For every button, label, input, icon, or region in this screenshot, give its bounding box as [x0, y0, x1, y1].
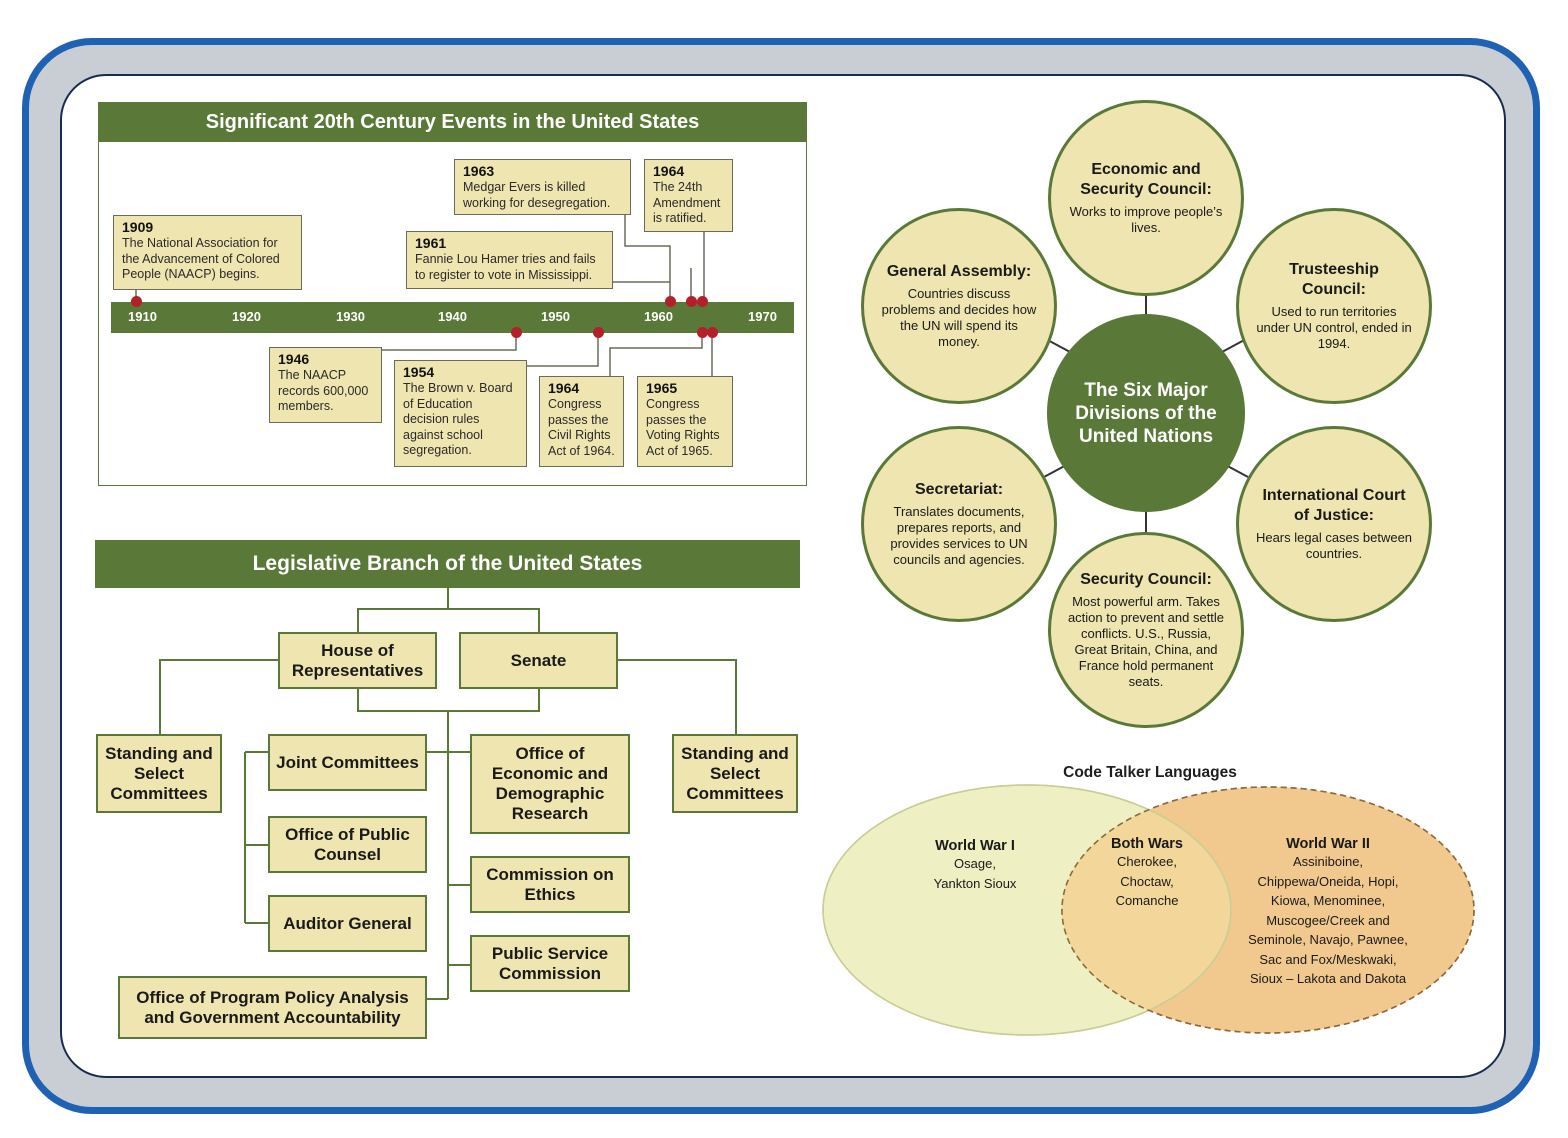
event-box-1961: 1961 Fannie Lou Hamer tries and fails to…	[406, 231, 613, 289]
event-marker	[511, 327, 522, 338]
tick-label: 1960	[644, 309, 673, 324]
un-division-economic-security: Economic and Security Council: Works to …	[1048, 100, 1244, 296]
division-title: International Court of Justice:	[1262, 487, 1406, 524]
legislative-title: Legislative Branch of the United States	[95, 540, 800, 588]
venn-item: Chippewa/Oneida, Hopi,	[1257, 873, 1399, 889]
oppaga-box: Office of Program Policy Analysis and Go…	[118, 976, 427, 1039]
venn-both-title: Both Wars	[1111, 836, 1183, 852]
event-box-1954: 1954 The Brown v. Board of Education dec…	[394, 360, 527, 467]
division-title: General Assembly:	[886, 263, 1032, 280]
venn-diagram	[822, 784, 1475, 1036]
ethics-box: Commission on Ethics	[470, 856, 630, 913]
standing-select-right: Standing and Select Committees	[672, 734, 798, 813]
edr-box: Office of Economic and Demographic Resea…	[470, 734, 630, 834]
psc-box: Public Service Commission	[470, 935, 630, 992]
venn-right-group: World War II Assiniboine, Chippewa/Oneid…	[1226, 836, 1430, 989]
event-text: Medgar Evers is killed working for deseg…	[463, 180, 611, 210]
event-year: 1963	[463, 163, 495, 179]
event-marker	[686, 296, 697, 307]
event-box-1965: 1965 Congress passes the Voting Rights A…	[637, 376, 733, 467]
division-desc: Hears legal cases between countries.	[1255, 530, 1413, 561]
event-box-1909: 1909 The National Association for the Ad…	[113, 215, 302, 290]
standing-select-left: Standing and Select Committees	[96, 734, 222, 813]
venn-item: Osage,	[954, 856, 996, 871]
event-text: Congress passes the Civil Rights Act of …	[548, 397, 615, 458]
venn-left-group: World War I Osage, Yankton Sioux	[900, 838, 1050, 893]
venn-left-title: World War I	[935, 838, 1015, 854]
venn-item: Kiowa, Menominee,	[1270, 893, 1386, 908]
un-division-trusteeship: Trusteeship Council: Used to run territo…	[1236, 208, 1432, 404]
tick-label: 1920	[232, 309, 261, 324]
event-year: 1946	[278, 351, 310, 367]
division-desc: Countries discuss problems and decides h…	[881, 286, 1037, 349]
event-box-1964-civil-rights: 1964 Congress passes the Civil Rights Ac…	[539, 376, 624, 467]
timeline-title: Significant 20th Century Events in the U…	[98, 102, 807, 142]
event-marker	[593, 327, 604, 338]
event-text: Fannie Lou Hamer tries and fails to regi…	[415, 252, 596, 282]
un-center-circle: The Six Major Divisions of the United Na…	[1047, 314, 1245, 512]
venn-item: Seminole, Navajo, Pawnee,	[1248, 932, 1408, 947]
auditor-general: Auditor General	[268, 895, 427, 952]
un-division-secretariat: Secretariat: Translates documents, prepa…	[861, 426, 1057, 622]
event-year: 1961	[415, 235, 447, 251]
office-public-counsel: Office of Public Counsel	[268, 816, 427, 873]
venn-item: Choctaw,	[1120, 873, 1174, 889]
division-desc: Used to run territories under UN control…	[1256, 304, 1412, 351]
venn-item: Yankton Sioux	[933, 875, 1017, 891]
event-box-1963: 1963 Medgar Evers is killed working for …	[454, 159, 631, 215]
venn-both-group: Both Wars Cherokee, Choctaw, Comanche	[1080, 836, 1214, 911]
un-center-title: The Six Major Divisions of the United Na…	[1075, 379, 1217, 447]
un-division-icj: International Court of Justice: Hears le…	[1236, 426, 1432, 622]
division-desc: Most powerful arm. Takes action to preve…	[1067, 594, 1225, 689]
event-marker	[697, 327, 708, 338]
un-division-security: Security Council: Most powerful arm. Tak…	[1048, 532, 1244, 728]
event-year: 1964	[548, 380, 580, 396]
org-chart-connectors	[159, 588, 737, 1000]
house-box: House of Representatives	[278, 632, 437, 689]
venn-overlap	[1062, 787, 1231, 1033]
event-marker	[131, 296, 142, 307]
event-year: 1965	[646, 380, 678, 396]
division-title: Economic and Security Council:	[1080, 161, 1212, 198]
event-year: 1964	[653, 163, 685, 179]
event-text: Congress passes the Voting Rights Act of…	[646, 397, 720, 458]
venn-item: Muscogee/Creek and	[1266, 912, 1390, 928]
division-desc: Works to improve people’s lives.	[1069, 204, 1223, 235]
event-box-1946: 1946 The NAACP records 600,000 members.	[269, 347, 382, 423]
tick-label: 1950	[541, 309, 570, 324]
venn-item: Comanche	[1115, 893, 1179, 908]
un-division-general-assembly: General Assembly: Countries discuss prob…	[861, 208, 1057, 404]
event-marker	[665, 296, 676, 307]
event-text: The 24th Amendment is ratified.	[653, 180, 721, 225]
venn-title: Code Talker Languages	[1063, 764, 1237, 781]
division-title: Secretariat:	[914, 481, 1004, 498]
event-box-1964-amendment: 1964 The 24th Amendment is ratified.	[644, 159, 733, 232]
event-year: 1909	[122, 219, 154, 235]
tick-label: 1910	[128, 309, 157, 324]
division-title: Security Council:	[1080, 571, 1212, 588]
division-desc: Translates documents, prepares reports, …	[890, 504, 1028, 567]
tick-label: 1930	[336, 309, 365, 324]
joint-committees: Joint Committees	[268, 734, 427, 791]
venn-item: Sac and Fox/Meskwaki,	[1259, 951, 1397, 967]
event-text: The Brown v. Board of Education decision…	[403, 381, 513, 457]
tick-label: 1940	[438, 309, 467, 324]
venn-right-title: World War II	[1286, 836, 1370, 852]
venn-item: Assiniboine,	[1292, 854, 1364, 869]
timeline-connectors	[135, 213, 713, 376]
event-text: The NAACP records 600,000 members.	[278, 368, 369, 413]
event-marker	[707, 327, 718, 338]
event-marker	[697, 296, 708, 307]
senate-box: Senate	[459, 632, 618, 689]
tick-label: 1970	[748, 309, 777, 324]
event-text: The National Association for the Advance…	[122, 236, 280, 281]
timeline-bar	[111, 302, 794, 333]
event-year: 1954	[403, 364, 435, 380]
venn-item: Sioux – Lakota and Dakota	[1249, 971, 1407, 986]
division-title: Trusteeship Council:	[1289, 261, 1379, 298]
venn-item: Cherokee,	[1117, 854, 1177, 869]
